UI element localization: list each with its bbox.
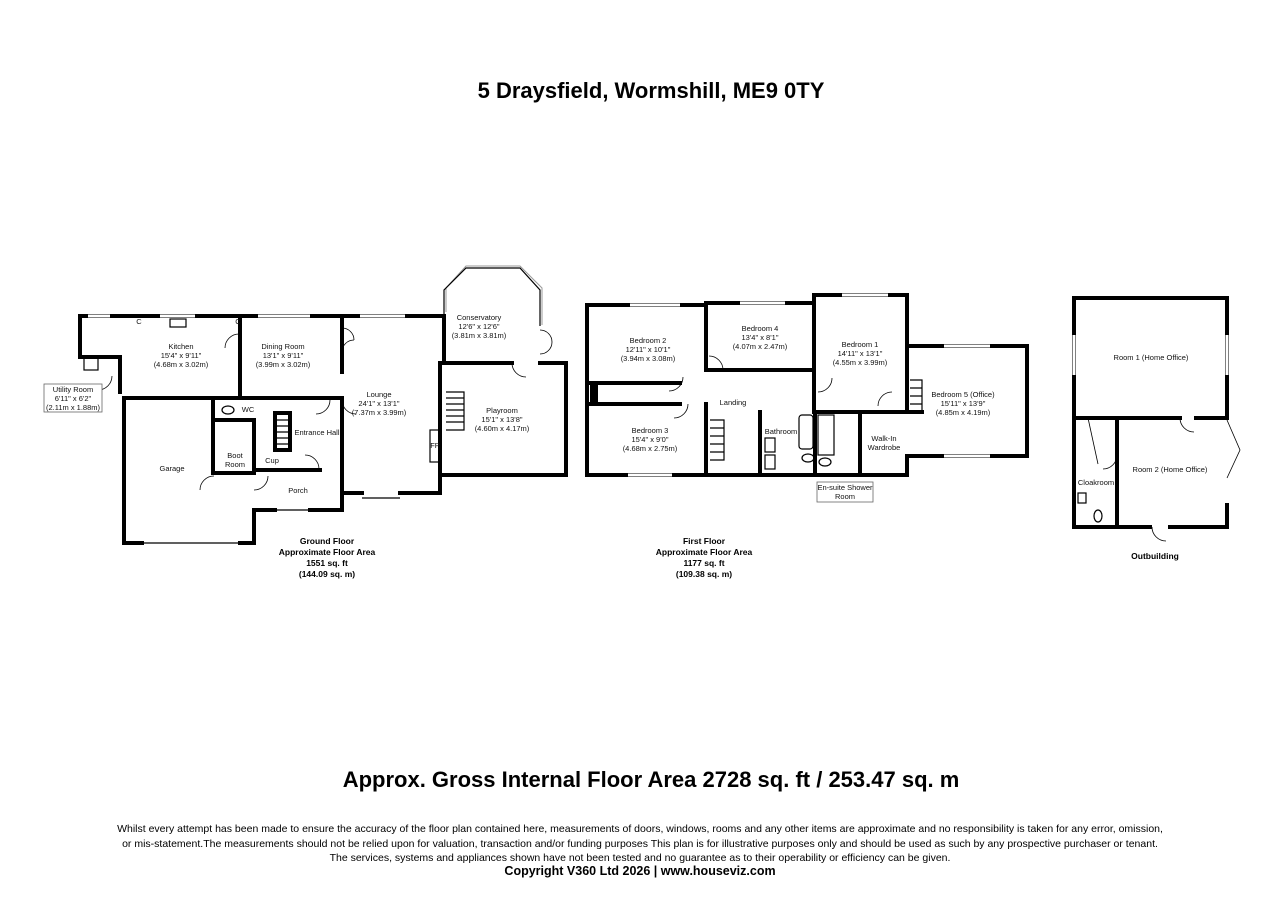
- svg-text:15'11" x 13'9": 15'11" x 13'9": [941, 399, 986, 408]
- svg-text:FP: FP: [430, 441, 440, 450]
- svg-text:(4.68m x 2.75m): (4.68m x 2.75m): [623, 444, 678, 453]
- boot-room-label: Boot: [227, 451, 243, 460]
- first-floor-labels: Bedroom 2 12'11" x 10'1" (3.94m x 3.08m)…: [621, 324, 995, 579]
- landing-label: Landing: [720, 398, 747, 407]
- svg-text:Room: Room: [225, 460, 245, 469]
- ground-floor-plan: [78, 265, 568, 545]
- bedroom-4-label: Bedroom 4: [742, 324, 779, 333]
- svg-text:12'11" x 10'1": 12'11" x 10'1": [626, 345, 671, 354]
- svg-text:13'1" x 9'11": 13'1" x 9'11": [263, 351, 304, 360]
- outbuilding-plan: [1072, 296, 1241, 542]
- svg-text:12'6" x 12'6": 12'6" x 12'6": [458, 322, 499, 331]
- svg-text:(3.99m x 3.02m): (3.99m x 3.02m): [256, 360, 311, 369]
- wc-label: WC: [242, 405, 255, 414]
- svg-text:(109.38 sq. m): (109.38 sq. m): [676, 569, 732, 579]
- svg-text:(4.68m x 3.02m): (4.68m x 3.02m): [154, 360, 209, 369]
- bedroom-2-label: Bedroom 2: [630, 336, 667, 345]
- svg-text:6'11" x 6'2": 6'11" x 6'2": [55, 394, 92, 403]
- entrance-hall-label: Entrance Hall: [294, 428, 339, 437]
- ground-floor-labels: C C Kitchen 15'4" x 9'11" (4.68m x 3.02m…: [43, 313, 530, 579]
- outbuilding-title: Outbuilding: [1131, 551, 1179, 561]
- svg-text:(4.55m x 3.99m): (4.55m x 3.99m): [833, 358, 888, 367]
- garage-label: Garage: [159, 464, 184, 473]
- svg-text:24'1" x 13'1": 24'1" x 13'1": [358, 399, 399, 408]
- svg-text:Approximate Floor Area: Approximate Floor Area: [656, 547, 753, 557]
- svg-text:(3.81m x 3.81m): (3.81m x 3.81m): [452, 331, 507, 340]
- svg-text:15'1" x 13'8": 15'1" x 13'8": [481, 415, 522, 424]
- svg-text:(144.09 sq. m): (144.09 sq. m): [299, 569, 355, 579]
- svg-text:C: C: [235, 317, 241, 326]
- ground-floor-title: Ground Floor: [300, 536, 355, 546]
- playroom-label: Playroom: [486, 406, 518, 415]
- ensuite-label: En-suite Shower: [817, 483, 873, 492]
- cloakroom-label: Cloakroom: [1078, 478, 1114, 487]
- cupboard-label: Cup: [265, 456, 279, 465]
- svg-text:(7.37m x 3.99m): (7.37m x 3.99m): [352, 408, 407, 417]
- svg-text:15'4" x 9'0": 15'4" x 9'0": [632, 435, 669, 444]
- svg-text:14'11" x 13'1": 14'11" x 13'1": [838, 349, 883, 358]
- copyright: Copyright V360 Ltd 2026 | www.houseviz.c…: [504, 864, 776, 878]
- conservatory-glazing: [445, 265, 543, 325]
- first-floor-title: First Floor: [683, 536, 726, 546]
- room-1-label: Room 1 (Home Office): [1114, 353, 1189, 362]
- bedroom-5-label: Bedroom 5 (Office): [931, 390, 995, 399]
- svg-text:Room: Room: [835, 492, 855, 501]
- kitchen-label: Kitchen: [168, 342, 193, 351]
- porch-label: Porch: [288, 486, 308, 495]
- first-floor-plan: [585, 293, 1029, 477]
- svg-text:C: C: [136, 317, 142, 326]
- outbuilding-labels: Room 1 (Home Office) Room 2 (Home Office…: [1078, 353, 1208, 561]
- utility-room-label: Utility Room: [53, 385, 93, 394]
- svg-text:13'4" x 8'1": 13'4" x 8'1": [742, 333, 779, 342]
- svg-text:1551 sq. ft: 1551 sq. ft: [306, 558, 348, 568]
- room-2-label: Room 2 (Home Office): [1133, 465, 1208, 474]
- lounge-label: Lounge: [366, 390, 391, 399]
- svg-text:1177 sq. ft: 1177 sq. ft: [683, 558, 724, 568]
- bedroom-3-label: Bedroom 3: [632, 426, 669, 435]
- svg-text:Approximate Floor Area: Approximate Floor Area: [279, 547, 376, 557]
- svg-text:15'4" x 9'11": 15'4" x 9'11": [161, 351, 202, 360]
- svg-text:Wardrobe: Wardrobe: [868, 443, 901, 452]
- bedroom-1-label: Bedroom 1: [842, 340, 879, 349]
- gross-floor-area: Approx. Gross Internal Floor Area 2728 s…: [342, 767, 960, 792]
- svg-text:(4.07m x 2.47m): (4.07m x 2.47m): [733, 342, 788, 351]
- svg-text:(4.85m x 4.19m): (4.85m x 4.19m): [936, 408, 991, 417]
- walk-in-wardrobe-label: Walk-In: [871, 434, 896, 443]
- property-address-title: 5 Draysfield, Wormshill, ME9 0TY: [477, 78, 825, 103]
- svg-text:(4.60m x 4.17m): (4.60m x 4.17m): [475, 424, 530, 433]
- conservatory-label: Conservatory: [457, 313, 502, 322]
- bathroom-label: Bathroom: [765, 427, 798, 436]
- disclaimer: Whilst every attempt has been made to en…: [117, 823, 1163, 864]
- svg-text:(2.11m x 1.88m): (2.11m x 1.88m): [46, 403, 101, 412]
- dining-room-label: Dining Room: [261, 342, 304, 351]
- svg-text:(3.94m x 3.08m): (3.94m x 3.08m): [621, 354, 676, 363]
